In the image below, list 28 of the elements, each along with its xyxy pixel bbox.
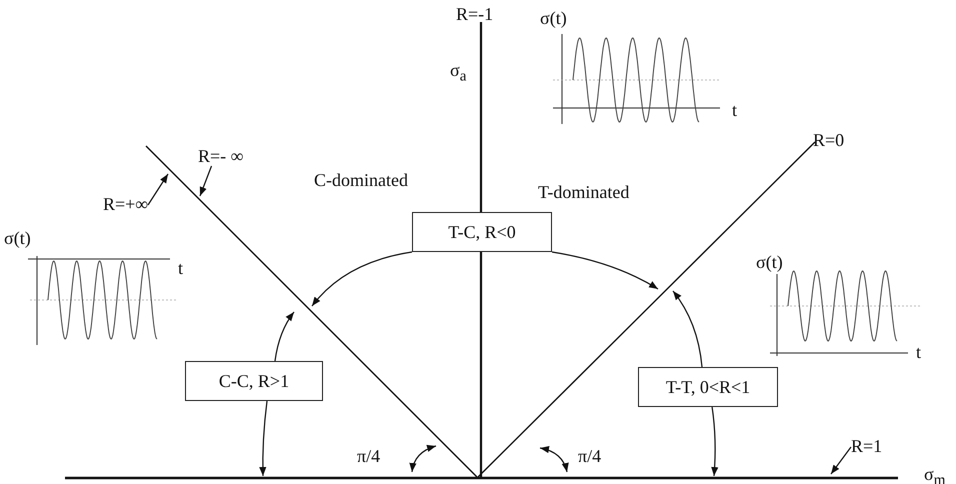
ratio-label: R=0 bbox=[813, 130, 844, 150]
arrow bbox=[312, 251, 412, 306]
region-label: T-dominated bbox=[538, 182, 630, 202]
ratio-label: R=1 bbox=[851, 436, 882, 456]
axis-label: σ(t) bbox=[540, 8, 567, 28]
axis-label: σ(t) bbox=[756, 252, 783, 272]
arrow bbox=[148, 174, 168, 206]
ratio-label: R=+∞ bbox=[103, 194, 148, 214]
loading-regime-box: C-C, R>1 bbox=[185, 361, 323, 401]
arrow bbox=[199, 166, 212, 196]
angle-label: π/4 bbox=[578, 446, 602, 466]
axis-label: t bbox=[178, 258, 184, 278]
axis-label: t bbox=[732, 100, 738, 120]
axis-label: R=-1 bbox=[456, 4, 494, 24]
arrow bbox=[259, 400, 268, 476]
arrow bbox=[552, 251, 658, 290]
axis-label: σ$_{a}$ bbox=[450, 60, 466, 87]
axis-label: t bbox=[916, 342, 922, 362]
arrow bbox=[672, 290, 703, 368]
loading-regime-box: T-T, 0<R<1 bbox=[638, 367, 778, 407]
arrow bbox=[711, 406, 718, 476]
loading-regime-box: T-C, R<0 bbox=[412, 212, 552, 252]
angle-label: π/4 bbox=[357, 446, 380, 466]
arrow bbox=[830, 446, 852, 474]
arrow bbox=[274, 312, 294, 362]
axis-label: σ(t) bbox=[4, 228, 31, 248]
ratio-label: R=- ∞ bbox=[198, 146, 244, 166]
region-label: C-dominated bbox=[314, 170, 408, 190]
